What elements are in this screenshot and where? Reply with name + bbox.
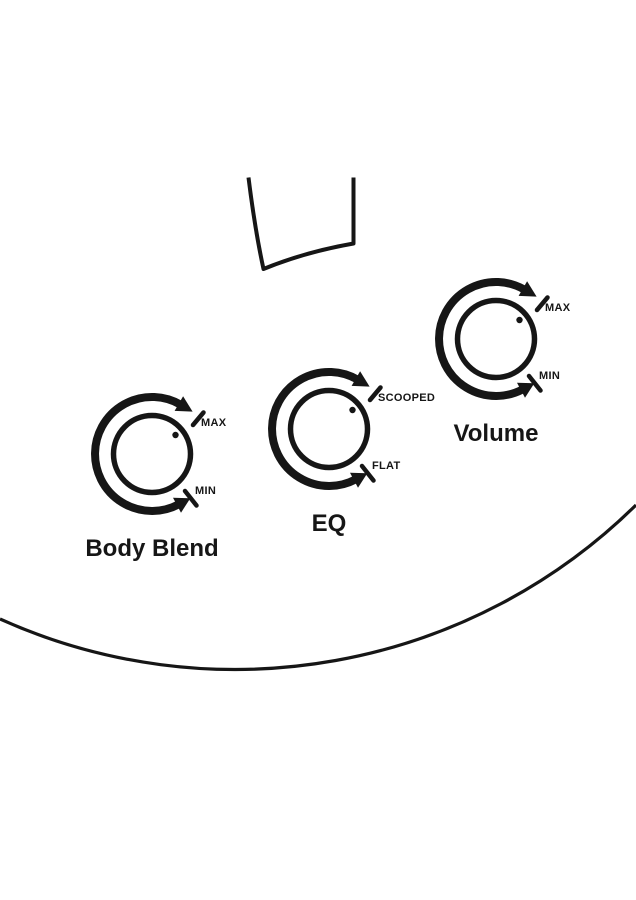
rotation-range-arc <box>91 392 183 515</box>
fretboard-end-outline <box>246 177 356 271</box>
scooped-tick <box>367 385 383 403</box>
arrow-head-top-icon <box>518 281 537 297</box>
body-edge-curve <box>0 503 636 672</box>
knob-bottom-label: MIN <box>539 370 561 382</box>
knob-position-dot <box>349 406 356 414</box>
flat-tick <box>359 463 376 483</box>
knob-graphic <box>91 392 206 515</box>
arrow-head-top-icon <box>351 371 370 387</box>
knob-body-circle <box>110 412 194 496</box>
max-tick <box>534 295 550 313</box>
knob-top-label: MAX <box>545 302 571 314</box>
knob-eq: SCOOPED FLAT EQ <box>259 359 435 537</box>
knob-top-label: SCOOPED <box>378 392 436 404</box>
knob-position-dot <box>172 431 179 439</box>
knob-bottom-label: FLAT <box>372 460 401 472</box>
arrow-head-bottom-icon <box>173 497 191 513</box>
knob-position-dot <box>516 316 523 324</box>
knob-body-circle <box>454 297 538 381</box>
knob-top-label: MAX <box>201 417 227 429</box>
min-tick <box>526 373 543 393</box>
rotation-range-arc <box>268 367 360 490</box>
min-tick <box>182 488 199 508</box>
arrow-head-top-icon <box>174 396 193 412</box>
knob-body-circle <box>287 387 371 471</box>
arrow-head-bottom-icon <box>350 472 368 488</box>
arrow-head-bottom-icon <box>517 382 535 398</box>
knob-name-label: Body Blend <box>85 535 219 562</box>
max-tick <box>190 410 206 428</box>
knob-graphic <box>268 367 383 490</box>
rotation-range-arc <box>435 277 527 400</box>
knob-volume: MAX MIN Volume <box>426 269 570 447</box>
knob-name-label: EQ <box>311 510 347 537</box>
knob-body-blend: MAX MIN Body Blend <box>82 384 226 562</box>
knob-graphic <box>435 277 550 400</box>
knob-name-label: Volume <box>453 420 539 447</box>
knob-bottom-label: MIN <box>195 485 217 497</box>
